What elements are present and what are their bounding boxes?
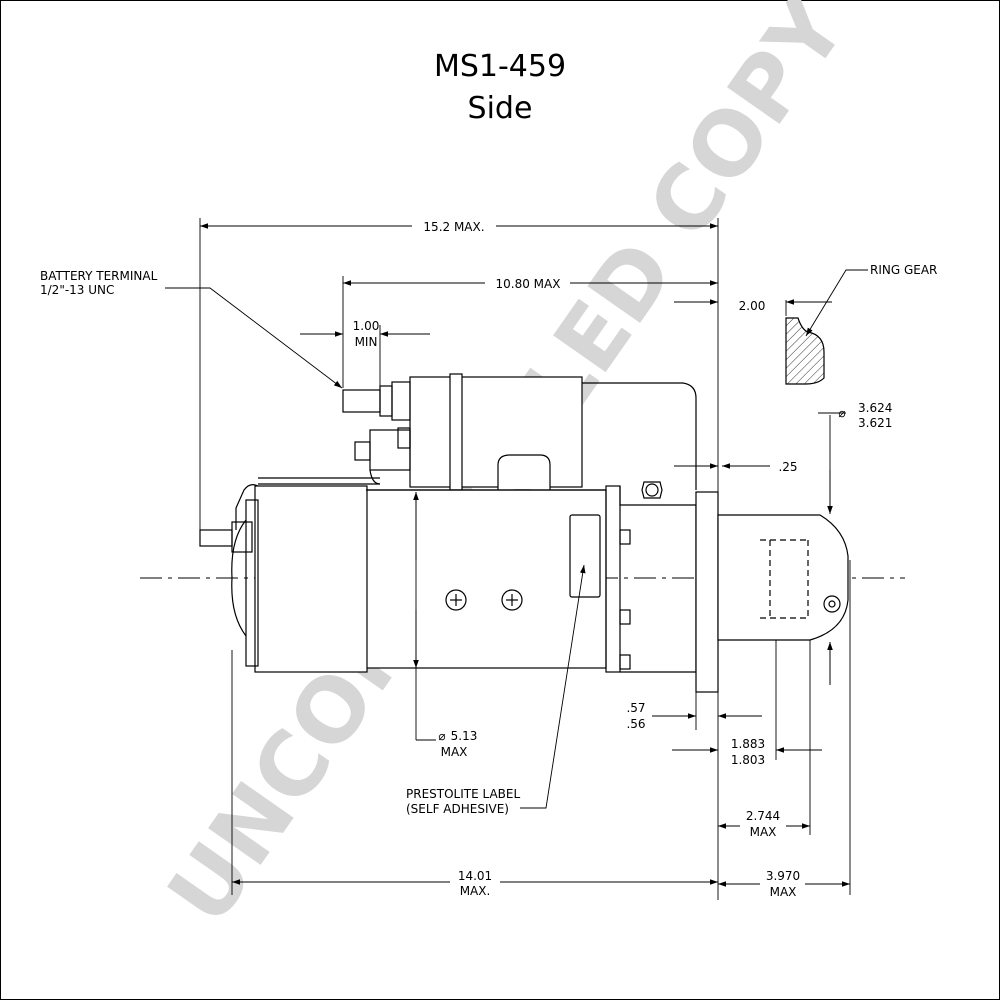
starter-outline: [140, 317, 905, 693]
dimension-lines: [165, 218, 868, 900]
motor-frame: [199, 469, 631, 673]
ring-gear-profile: [785, 317, 825, 385]
dim-drive-length-note: MAX: [770, 885, 797, 899]
prestolite-label-plate: [569, 514, 601, 598]
dim-drive-length-value: 3.970: [766, 869, 800, 883]
dim-nose-length-value: 2.744: [746, 809, 780, 823]
drive-housing: [619, 481, 719, 693]
dim-flange-land-upper: .57: [626, 701, 645, 715]
dim-pinion-upper: 1.883: [731, 737, 765, 751]
model-title: MS1-459: [434, 49, 566, 84]
dim-frame-dia-value: 5.13: [451, 729, 478, 743]
ring-gear-label: RING GEAR: [870, 263, 937, 277]
dim-motor-length-value: 14.01: [458, 869, 492, 883]
nose-housing: [717, 514, 849, 641]
dim-terminal-min-note: MIN: [355, 335, 378, 349]
dim-pilot-dia-upper: 3.624: [858, 401, 892, 415]
view-title: Side: [468, 91, 533, 126]
dim-overall-max: 15.2 MAX.: [423, 220, 484, 234]
dim-pilot-dia-lower: 3.621: [858, 416, 892, 430]
prestolite-label-title: PRESTOLITE LABEL: [406, 787, 520, 801]
dim-motor-length-note: MAX.: [460, 884, 491, 898]
dimension-labels: 15.2 MAX. 10.80 MAX 1.00 MIN 2.00 .25 ⌀ …: [353, 220, 893, 899]
diameter-symbol-icon: ⌀: [838, 406, 845, 420]
dim-frame-dia-note: MAX: [441, 745, 468, 759]
dim-body-max: 10.80 MAX: [496, 277, 561, 291]
diameter-symbol-icon: ⌀: [438, 729, 445, 743]
callout-labels: BATTERY TERMINAL 1/2"-13 UNC RING GEAR P…: [40, 263, 937, 816]
dim-flange-offset: 2.00: [739, 299, 766, 313]
dim-terminal-min-value: 1.00: [353, 319, 380, 333]
battery-terminal-thread: 1/2"-13 UNC: [40, 283, 114, 297]
dim-flange-thickness: .25: [778, 460, 797, 474]
dim-flange-land-lower: .56: [626, 717, 645, 731]
battery-terminal-label: BATTERY TERMINAL: [40, 269, 158, 283]
mounting-flange: [695, 491, 719, 693]
prestolite-label-note: (SELF ADHESIVE): [406, 802, 509, 816]
dim-nose-length-note: MAX: [750, 825, 777, 839]
dim-pinion-lower: 1.803: [731, 753, 765, 767]
